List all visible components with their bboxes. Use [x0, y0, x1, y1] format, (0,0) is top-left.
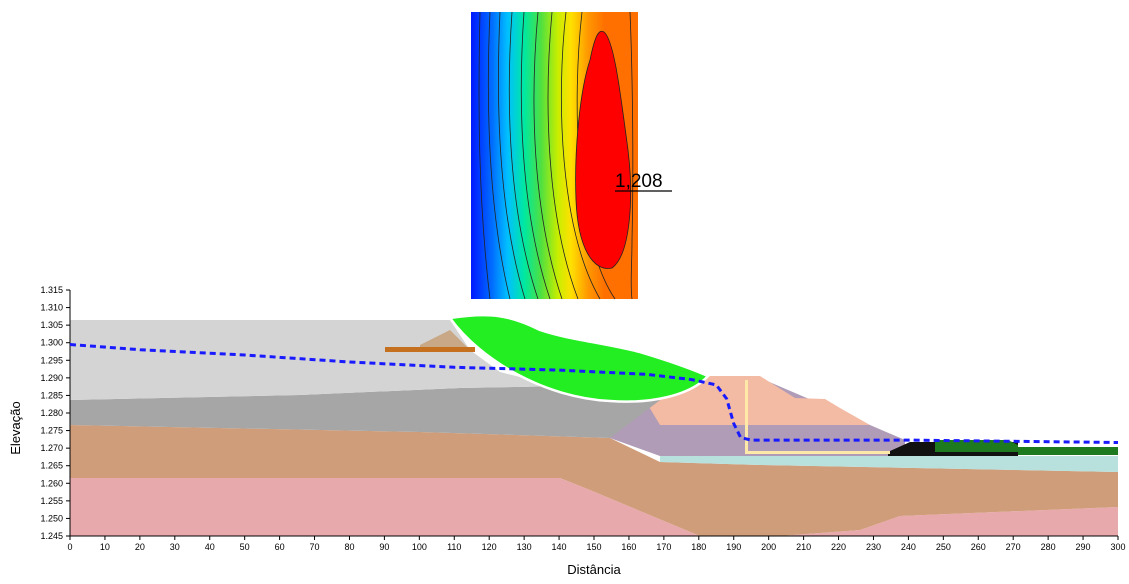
x-tick-label: 250 [936, 542, 951, 552]
x-tick-label: 90 [379, 542, 389, 552]
y-tick-label: 1.245 [40, 531, 63, 541]
contour-line [508, 11, 539, 300]
x-tick-label: 290 [1076, 542, 1091, 552]
x-tick-label: 100 [412, 542, 427, 552]
axes: 0 10 20 30 40 50 60 70 80 90 100 110 120 130 140 150 160… [40, 285, 1125, 552]
contour-line [533, 11, 563, 300]
x-tick-label: 210 [796, 542, 811, 552]
x-tick-label: 300 [1110, 542, 1125, 552]
x-tick-label: 10 [100, 542, 110, 552]
x-tick-label: 270 [1006, 542, 1021, 552]
x-tick-label: 40 [205, 542, 215, 552]
drain-pipe-horizontal [746, 451, 890, 454]
x-tick-label: 140 [552, 542, 567, 552]
tan-wedge [420, 330, 470, 352]
y-axis-title: Elevação [8, 401, 23, 454]
safety-factor-label: 1,208 [615, 171, 672, 192]
y-tick-label: 1.275 [40, 426, 63, 436]
y-tick-label: 1.255 [40, 496, 63, 506]
y-tick-label: 1.250 [40, 513, 63, 523]
mid-grey-layer [70, 385, 680, 438]
x-tick-label: 160 [621, 542, 636, 552]
phreatic-line [69, 343, 1119, 444]
x-tick-label: 50 [240, 542, 250, 552]
toe-green-fill [1018, 447, 1118, 455]
x-tick-label: 180 [691, 542, 706, 552]
brown-foundation-layer [70, 425, 1118, 536]
y-tick-label: 1.290 [40, 373, 63, 383]
x-tick-label: 80 [344, 542, 354, 552]
berm-strip [385, 347, 475, 352]
safety-factor-value: 1,208 [615, 171, 663, 192]
y-tick-label: 1.285 [40, 390, 63, 400]
drain-pipe-vertical [745, 380, 748, 454]
contour-line [520, 11, 551, 300]
x-tick-label: 240 [901, 542, 916, 552]
critical-slip-mass [447, 313, 711, 403]
x-tick-label: 30 [170, 542, 180, 552]
x-axis-title: Distância [567, 562, 621, 577]
x-tick-label: 60 [275, 542, 285, 552]
pink-foundation-layer [70, 478, 1118, 536]
contour-line [478, 11, 491, 300]
y-tick-label: 1.280 [40, 408, 63, 418]
x-tick-label: 170 [656, 542, 671, 552]
x-tick-label: 190 [726, 542, 741, 552]
contour-line [547, 11, 579, 300]
contour-line [487, 11, 511, 300]
max-safety-factor-zone [575, 30, 631, 269]
safety-factor-contour-grid [471, 11, 638, 300]
y-tick-label: 1.315 [40, 285, 63, 295]
x-tick-label: 130 [517, 542, 532, 552]
contour-line [629, 11, 634, 300]
y-tick-label: 1.295 [40, 355, 63, 365]
dam-body-zone [645, 376, 870, 425]
y-tick-label: 1.270 [40, 443, 63, 453]
y-tick-label: 1.260 [40, 478, 63, 488]
x-tick-label: 110 [447, 542, 461, 552]
x-tick-label: 230 [866, 542, 881, 552]
x-tick-label: 200 [761, 542, 776, 552]
contour-line [560, 11, 601, 300]
y-tick-label: 1.305 [40, 320, 63, 330]
x-tick-label: 120 [482, 542, 497, 552]
contour-line [498, 11, 526, 300]
x-tick-label: 280 [1041, 542, 1056, 552]
y-tick-label: 1.265 [40, 461, 63, 471]
drain-layer [660, 456, 1118, 472]
toe-green-fill [935, 440, 1018, 452]
x-tick-label: 220 [831, 542, 846, 552]
y-tick-label: 1.310 [40, 303, 63, 313]
x-tick-label: 0 [67, 542, 72, 552]
x-tick-label: 70 [310, 542, 320, 552]
x-tick-label: 260 [971, 542, 986, 552]
x-tick-label: 150 [586, 542, 601, 552]
x-tick-label: 20 [135, 542, 145, 552]
y-tick-label: 1.300 [40, 338, 63, 348]
